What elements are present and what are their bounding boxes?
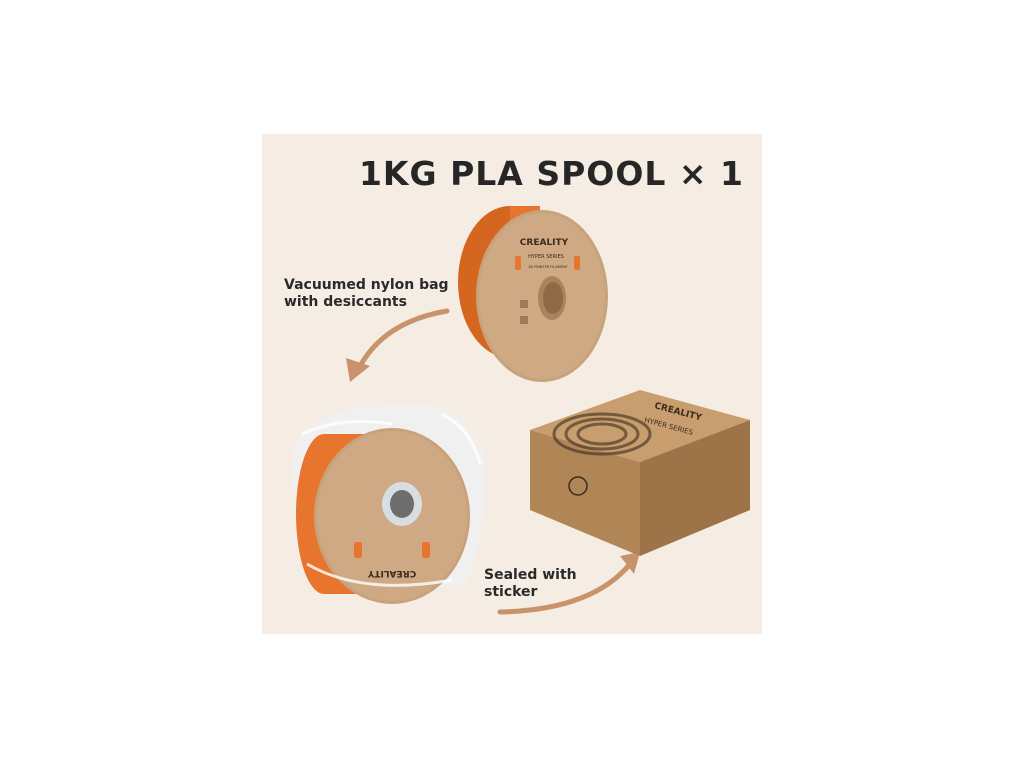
caption-bag: Vacuumed nylon bag with desiccants [284,277,449,310]
box-mascot-icon [568,476,588,496]
product-box: CREALITY HYPER SERIES [530,390,750,556]
bagged-spool: CREALITY [293,404,485,604]
bag-spool-brand-text: CREALITY [367,568,416,578]
filament-spool: CREALITY HYPER SERIES 3D PRINTER FILAMEN… [458,206,608,382]
caption-sticker: Sealed with sticker [484,567,577,600]
headline: 1KG PLA SPOOL × 1 [358,154,744,193]
spool-series-text: HYPER SERIES [528,254,564,260]
product-panel: 1KG PLA SPOOL × 1 Vacuumed nylon bag wit… [262,134,762,634]
product-scene: CREALITY HYPER SERIES 3D PRINTER FILAMEN… [293,206,750,615]
spool-brand-text: CREALITY [520,238,569,248]
curved-arrow-bag-icon [346,308,450,382]
curved-arrow-sticker-icon [497,552,640,615]
spool-sub-label-text: 3D PRINTER FILAMENT [528,265,568,269]
